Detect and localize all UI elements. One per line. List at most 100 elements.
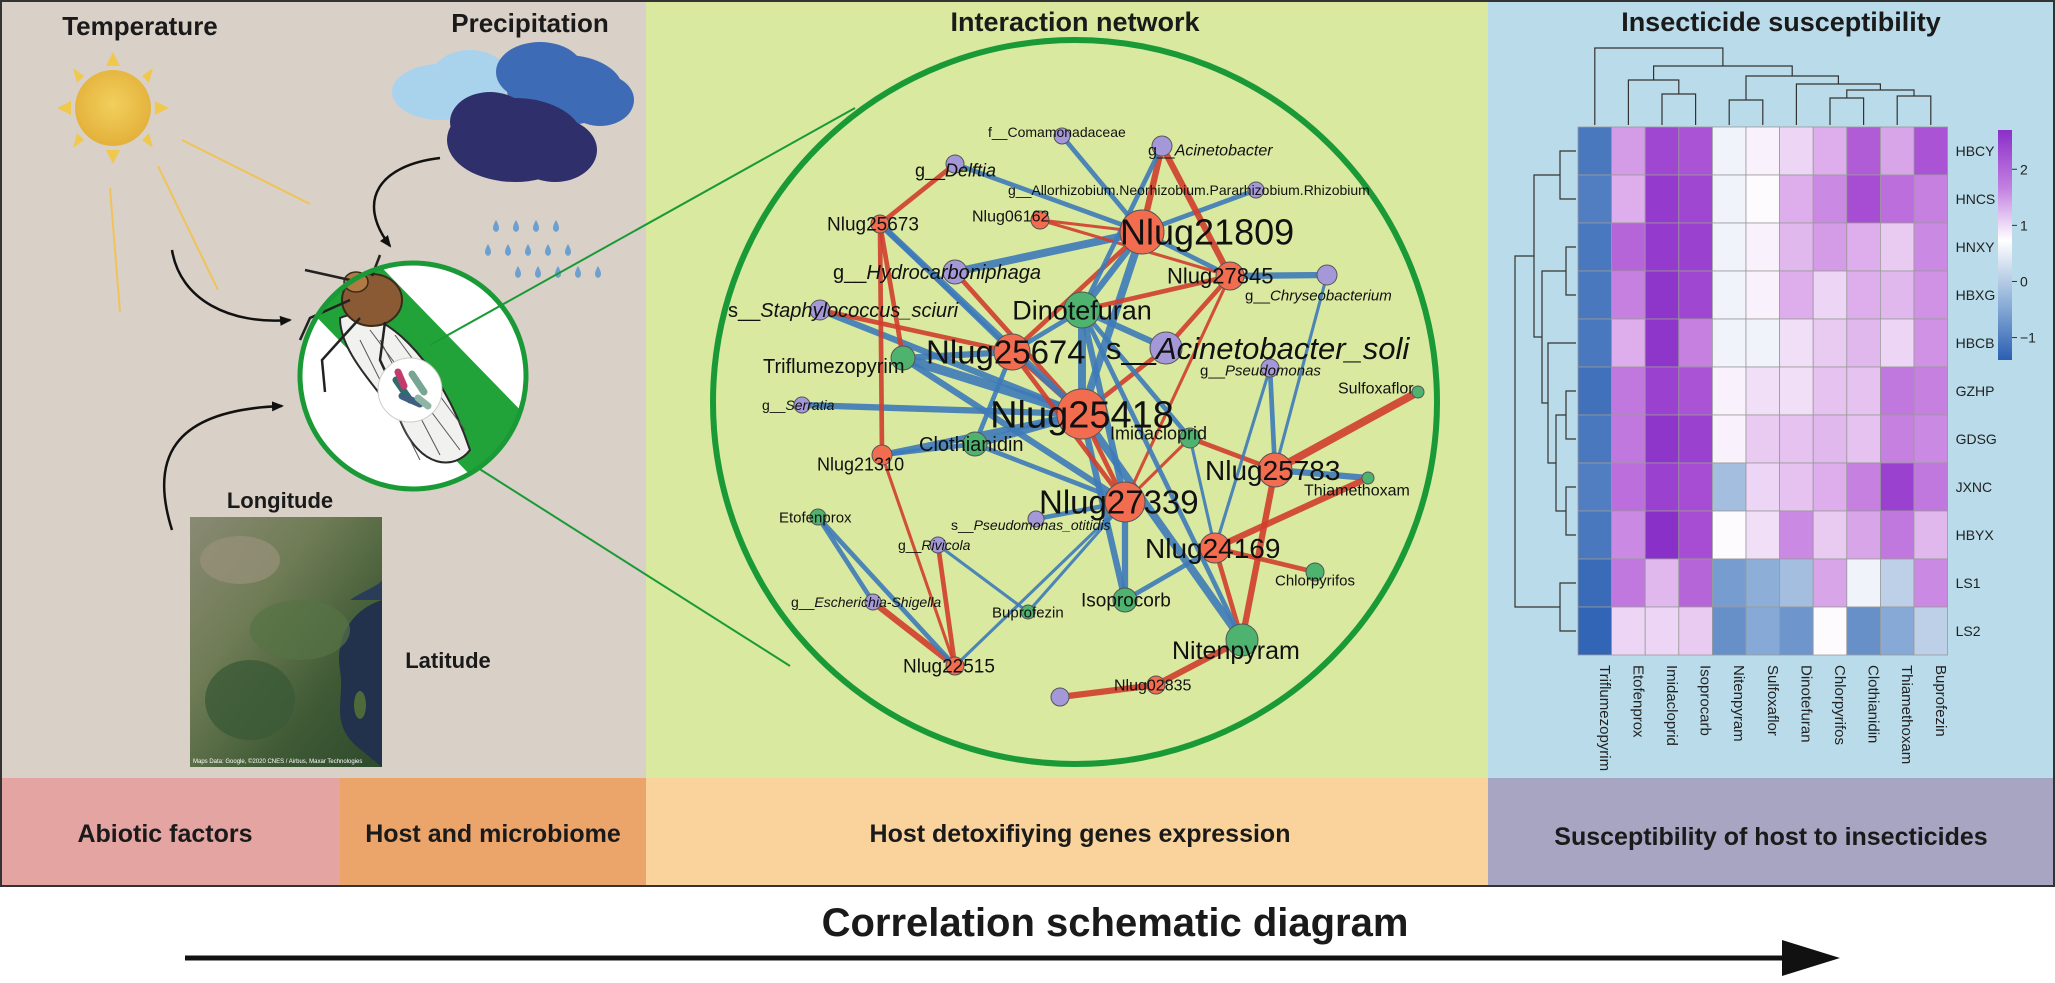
heat-cell-ls1-buprofezin — [1913, 558, 1948, 608]
heat-cell-jxnc-nitenpyram — [1712, 462, 1747, 512]
heat-cell-hbyx-dinotefuran — [1779, 510, 1814, 560]
heat-cell-ls1-isoprocarb — [1678, 558, 1713, 608]
edge-nlug25418-g-serratia — [798, 401, 1086, 418]
heat-cell-hncs-imidacloprid — [1644, 174, 1680, 224]
node-nlug21310 — [871, 444, 893, 466]
node-nlug06162 — [1030, 210, 1050, 230]
heat-cell-gdsg-nitenpyram — [1712, 414, 1747, 464]
heat-cell-hbxg-isoprocarb — [1678, 270, 1713, 320]
heat-cell-hbcb-buprofezin — [1913, 318, 1948, 368]
node-label-imidacloprid: Imidacloprid — [1110, 423, 1207, 443]
heat-cell-hnxy-imidacloprid — [1644, 222, 1680, 272]
heat-cell-hbcy-etofenprox — [1611, 126, 1646, 176]
node-label-nlug21310: Nlug21310 — [817, 454, 904, 474]
heat-cell-gdsg-dinotefuran — [1779, 414, 1814, 464]
heat-cell-gzhp-triflumezopyrim — [1577, 366, 1612, 416]
heat-cell-gdsg-chlorpyrifos — [1812, 414, 1848, 464]
heat-cell-hnxy-isoprocarb — [1678, 222, 1713, 272]
heat-cell-gzhp-isoprocarb — [1678, 366, 1713, 416]
footer-title: Correlation schematic diagram — [822, 901, 1409, 945]
colorbar-ticks: 210−1 — [2012, 161, 2036, 346]
node-clothianidin — [962, 431, 988, 457]
node-g-rivicola — [929, 536, 947, 554]
band-suscept-bg — [1488, 778, 2055, 886]
band-genes-label: Host detoxifiying genes expression — [870, 820, 1291, 848]
node-unlabeled-microbe — [1050, 687, 1070, 707]
heat-cell-hncs-thiamethoxam — [1880, 174, 1915, 224]
heat-cell-hbcb-thiamethoxam — [1880, 318, 1915, 368]
node-label-g-allorhizobium: g__Allorhizobium.Neorhizobium.Pararhizob… — [1008, 182, 1370, 198]
node-label-nlug25674: Nlug25674 — [926, 334, 1086, 371]
heat-cell-hbcy-clothianidin — [1846, 126, 1881, 176]
edge-nlug21809-g-hydrocarboniphaga — [951, 228, 1146, 276]
heat-cell-hbyx-isoprocarb — [1678, 510, 1713, 560]
node-label-nlug27339: Nlug27339 — [1039, 484, 1199, 521]
frame — [0, 0, 2055, 887]
edge-nlug25783-nitenpyram — [1238, 466, 1279, 644]
latitude-label: Latitude — [405, 648, 491, 673]
node-label-s-acinetobacter-soli: s__Acinetobacter_soli — [1106, 331, 1410, 366]
heat-cell-jxnc-etofenprox — [1611, 462, 1646, 512]
heat-col-label-chlorpyrifos: Chlorpyrifos — [1831, 665, 1848, 745]
node-nlug21809 — [1119, 209, 1165, 255]
heat-cell-hncs-nitenpyram — [1712, 174, 1747, 224]
heat-cell-hnxy-triflumezopyrim — [1577, 222, 1612, 272]
heat-cell-hbcy-sulfoxaflor — [1745, 126, 1780, 176]
heat-cell-hbyx-nitenpyram — [1712, 510, 1747, 560]
node-label-nitenpyram: Nitenpyram — [1172, 637, 1300, 665]
heat-cell-jxnc-clothianidin — [1846, 462, 1881, 512]
heat-cell-gdsg-clothianidin — [1846, 414, 1881, 464]
heat-cell-hbcb-isoprocarb — [1678, 318, 1713, 368]
heat-cell-hbcy-buprofezin — [1913, 126, 1948, 176]
edge-imidacloprid-dinotefuran — [1079, 307, 1193, 441]
band-abiotic-label: Abiotic factors — [77, 820, 252, 848]
heat-cell-hbcb-imidacloprid — [1644, 318, 1680, 368]
heat-row-label-hnxy: HNXY — [1956, 239, 1996, 255]
heatmap-row-labels: HBCYHNCSHNXYHBXGHBCBGZHPGDSGJXNCHBYXLS1L… — [1956, 143, 1997, 639]
colorbar — [1998, 130, 2012, 360]
heat-cell-ls1-clothianidin — [1846, 558, 1881, 608]
node-chlorpyrifos — [1305, 562, 1325, 582]
heat-cell-jxnc-sulfoxaflor — [1745, 462, 1780, 512]
node-s-pseudomonas-oleovorans — [1027, 510, 1045, 528]
edge-nlug24169-chlorpyrifos — [1212, 545, 1318, 575]
node-nlug25674 — [993, 333, 1031, 371]
heat-cell-hnxy-nitenpyram — [1712, 222, 1747, 272]
col-dendro-branch-10 — [1594, 47, 1724, 125]
node-nlug25783 — [1257, 452, 1293, 488]
node-g-allorhizobium — [1247, 181, 1265, 199]
heat-cell-hbcy-imidacloprid — [1644, 126, 1680, 176]
heat-cell-gdsg-sulfoxaflor — [1745, 414, 1780, 464]
heat-cell-hbyx-triflumezopyrim — [1577, 510, 1612, 560]
heat-row-label-gdsg: GDSG — [1956, 431, 1997, 447]
heat-cell-hbxg-etofenprox — [1611, 270, 1646, 320]
heat-row-label-ls2: LS2 — [1956, 623, 1981, 639]
heat-cell-hbxg-sulfoxaflor — [1745, 270, 1780, 320]
node-label-g-acinetobacter: g__Acinetobacter — [1148, 143, 1273, 160]
heat-cell-hbcy-dinotefuran — [1779, 126, 1814, 176]
node-label-sulfoxaflor: Sulfoxaflor — [1338, 381, 1414, 398]
heat-cell-gzhp-nitenpyram — [1712, 366, 1747, 416]
heatmap-cells — [1577, 126, 1948, 656]
node-nlug22515 — [945, 656, 965, 676]
heat-cell-gzhp-dinotefuran — [1779, 366, 1814, 416]
heat-cell-hbcb-etofenprox — [1611, 318, 1646, 368]
node-g-acinetobacter — [1151, 135, 1173, 157]
heat-cell-ls1-imidacloprid — [1644, 558, 1680, 608]
node-label-g-escherichia-shigella: g__Escherichia-Shigella — [791, 594, 941, 610]
colorbar-tick-label-1: 1 — [2020, 217, 2028, 233]
heat-cell-ls1-dinotefuran — [1779, 558, 1814, 608]
heat-cell-hbyx-sulfoxaflor — [1745, 510, 1780, 560]
heat-cell-jxnc-dinotefuran — [1779, 462, 1814, 512]
edge-g-escherichia-shigella-etofenprox — [815, 514, 876, 605]
node-label-g-hydrocarboniphaga: g__Hydrocarboniphaga — [833, 262, 1041, 284]
heat-cell-gzhp-thiamethoxam — [1880, 366, 1915, 416]
band-host-label: Host and microbiome — [365, 820, 621, 848]
node-nlug27845 — [1215, 261, 1245, 291]
heat-cell-hncs-chlorpyrifos — [1812, 174, 1848, 224]
node-label-isoprocorb: Isoprocorb — [1081, 591, 1171, 612]
node-label-nlug24169: Nlug24169 — [1145, 533, 1280, 564]
heat-cell-hnxy-chlorpyrifos — [1812, 222, 1848, 272]
node-label-chlorpyrifos: Chlorpyrifos — [1275, 572, 1355, 589]
heat-cell-hbyx-etofenprox — [1611, 510, 1646, 560]
